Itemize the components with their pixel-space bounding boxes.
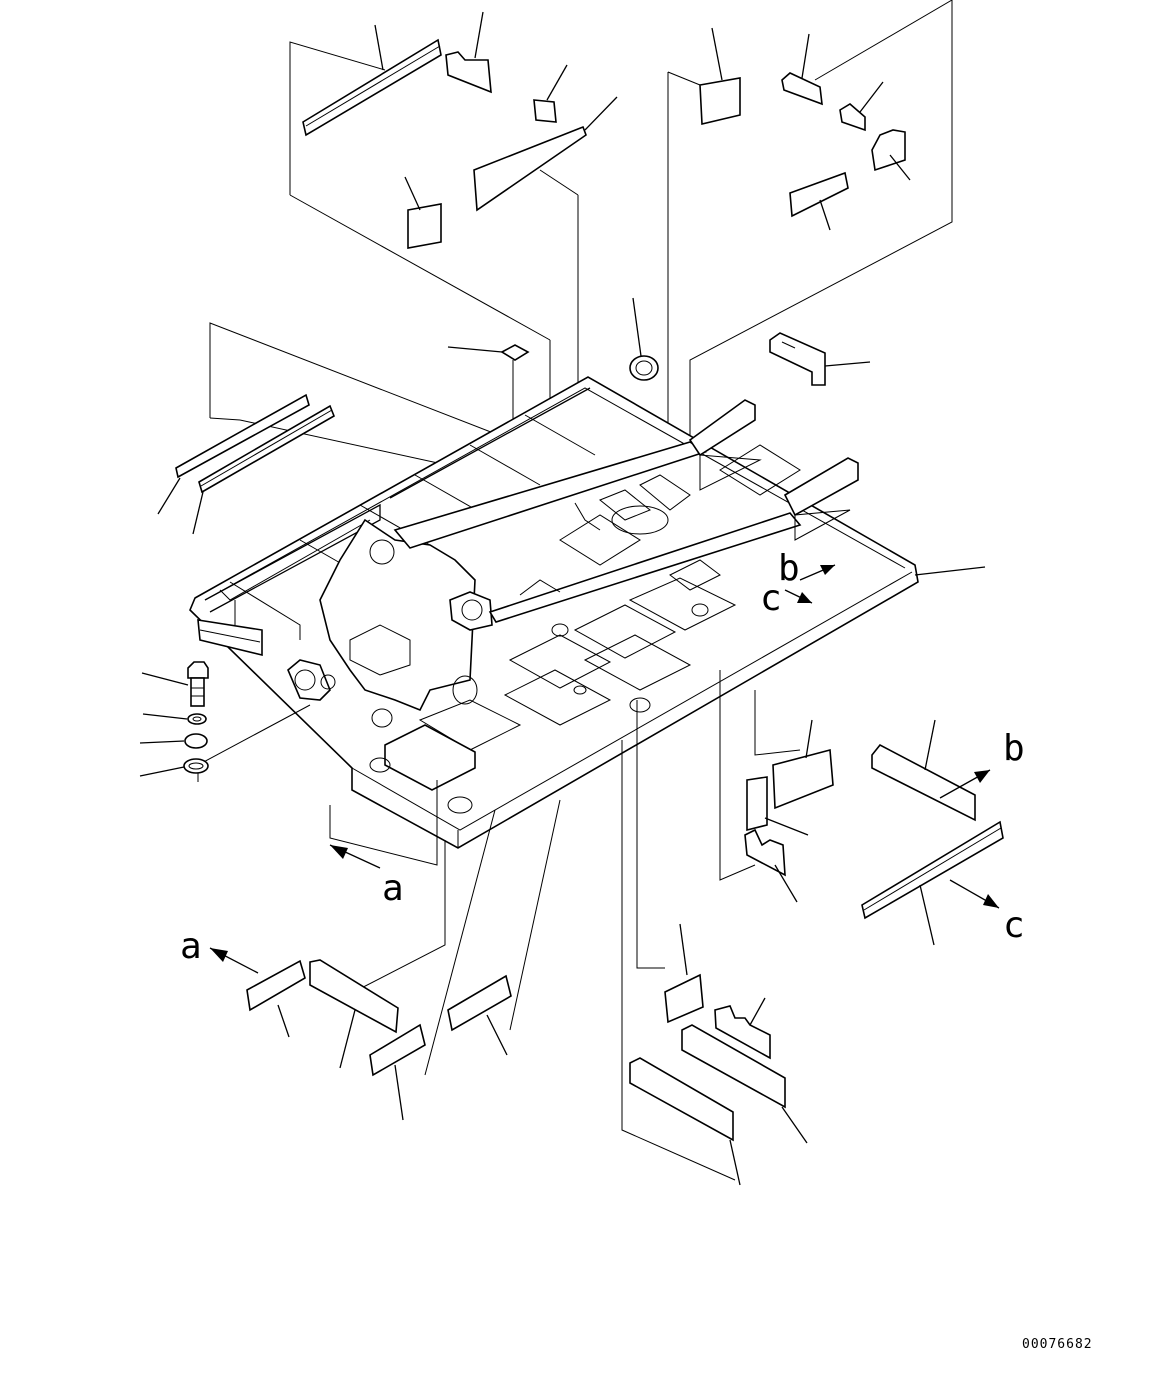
bolt-washer-group xyxy=(139,661,311,782)
square-pad-part[interactable] xyxy=(407,203,442,249)
bottom-plate-3[interactable] xyxy=(369,1023,426,1077)
right-upright-part[interactable] xyxy=(746,776,768,832)
right-plate-part[interactable] xyxy=(772,748,834,810)
callout-a-lower-label: a xyxy=(180,926,202,967)
wedge-plate-part[interactable] xyxy=(473,125,587,212)
left-rail-part-2[interactable] xyxy=(198,404,336,494)
bottom-plate-4[interactable] xyxy=(447,974,512,1032)
left-rail-part-1[interactable] xyxy=(175,393,310,479)
small-bar-part[interactable] xyxy=(781,72,823,106)
seal-ring-part[interactable] xyxy=(629,355,659,381)
main-frame-leader xyxy=(914,566,986,576)
tiny-wedge-part[interactable] xyxy=(839,103,866,132)
part-group-top-left xyxy=(289,11,618,455)
callout-c-right-label: c xyxy=(1003,905,1025,946)
long-strip-part-1[interactable] xyxy=(681,1024,786,1109)
bottom-plate-1[interactable] xyxy=(246,959,306,1012)
bracket-part[interactable] xyxy=(769,332,826,386)
small-pad-part[interactable] xyxy=(533,99,557,123)
main-frame[interactable] xyxy=(189,376,919,849)
long-strip-part-2[interactable] xyxy=(629,1057,734,1142)
callout-bc-frame: b c xyxy=(760,548,836,619)
callout-c-frame-label: c xyxy=(760,578,782,619)
square-plate-part[interactable] xyxy=(699,77,741,125)
spring-washer-part[interactable] xyxy=(184,733,208,749)
part-group-right: b c xyxy=(719,670,1025,946)
lower-pad-part[interactable] xyxy=(664,973,704,1024)
part-group-left-rails xyxy=(157,322,551,535)
right-bar-b-part[interactable] xyxy=(871,743,976,822)
part-group-bottom-right xyxy=(621,700,808,1186)
washer-part[interactable] xyxy=(187,713,207,725)
part-group-bottom-left: a xyxy=(180,799,561,1121)
drawing-number: 00076682 xyxy=(1022,1337,1093,1352)
diamond-shim-part[interactable] xyxy=(500,344,530,361)
bolt-part[interactable] xyxy=(187,661,209,707)
long-rail-part[interactable] xyxy=(302,38,442,137)
wedge-plate-right-part[interactable] xyxy=(789,171,849,218)
callout-b-frame-label: b xyxy=(778,548,800,589)
callout-a-label: a xyxy=(382,868,404,909)
part-group-top-right xyxy=(667,0,953,470)
right-notched-block[interactable] xyxy=(744,828,786,877)
callout-b-right-label: b xyxy=(1003,728,1025,769)
bottom-plate-2[interactable] xyxy=(309,959,399,1034)
right-rail-c-part[interactable] xyxy=(861,820,1004,920)
stepped-block-part[interactable] xyxy=(871,129,906,172)
notched-block-part[interactable] xyxy=(445,51,492,94)
lock-washer-part[interactable] xyxy=(183,758,209,774)
callout-a-upper: a xyxy=(329,780,438,909)
